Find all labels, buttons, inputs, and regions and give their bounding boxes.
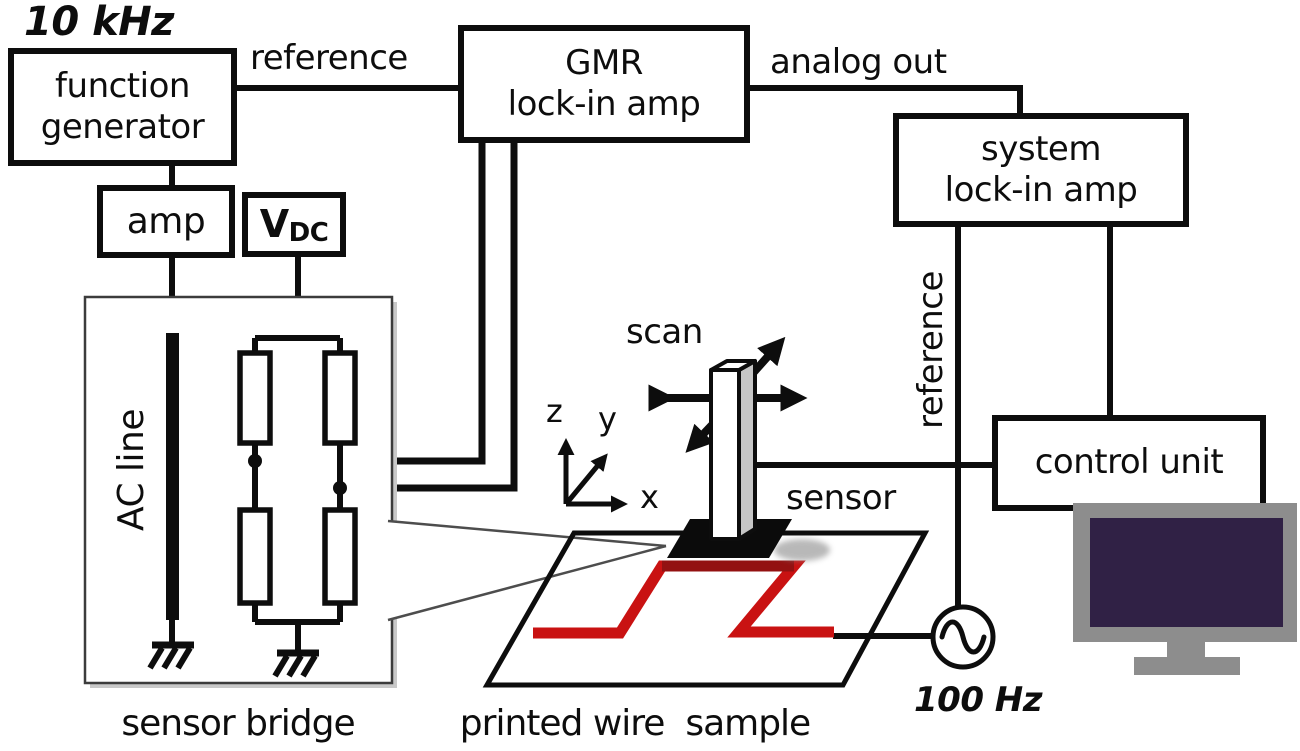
amp-label: amp	[126, 200, 206, 242]
gmr-lockin-line1: GMR	[565, 42, 643, 83]
bridge-node	[333, 481, 347, 495]
frequency-label-top: 10 kHz	[24, 0, 174, 45]
ac-line-bar	[166, 333, 179, 620]
resistor	[322, 507, 358, 606]
axis-y-label: y	[598, 400, 617, 438]
function-generator-line1: function	[55, 65, 190, 106]
frequency-label-bottom: 100 Hz	[914, 680, 1043, 720]
ac-source-icon	[930, 604, 996, 670]
axis-z-label: z	[546, 392, 563, 430]
sine-wave-glyph	[939, 619, 987, 655]
axis-y-arrow	[564, 453, 608, 506]
control-unit-box: control unit	[992, 415, 1266, 511]
zoom-wedge	[387, 519, 667, 622]
printed-wire-sample-caption: printed wire sample	[459, 703, 811, 744]
vdc-symbol: V	[259, 202, 289, 247]
analog-out-label: analog out	[770, 42, 947, 82]
control-unit-label: control unit	[1034, 442, 1224, 483]
function-generator-box: function generator	[8, 48, 237, 166]
analog-out-wire	[748, 85, 1023, 116]
system-lockin-line1: system	[981, 128, 1101, 169]
resistor	[322, 350, 358, 446]
sample-plane	[482, 530, 930, 688]
resistor	[237, 350, 273, 446]
system-lockin-line2: lock-in amp	[944, 170, 1138, 210]
resistor	[237, 507, 273, 606]
bridge-node	[248, 454, 262, 468]
sensor-probe	[709, 359, 757, 541]
axis-x-label: x	[640, 478, 659, 516]
system-lockin-box: system lock-in amp	[893, 113, 1189, 227]
vdc-subscript: DC	[288, 217, 329, 248]
ac-line-label: AC line	[111, 408, 152, 532]
printed-wire	[533, 560, 834, 639]
ground-icon	[147, 641, 194, 670]
gmr-lockin-box: GMR lock-in amp	[458, 25, 750, 143]
reference-wire-label: reference	[250, 38, 408, 78]
function-generator-line2: generator	[40, 107, 205, 147]
gmr-lockin-line2: lock-in amp	[507, 84, 701, 124]
mount-shadow	[774, 539, 830, 561]
gmr-input-wire-b	[340, 141, 518, 492]
sensor-bridge-caption: sensor bridge	[121, 703, 355, 744]
ground-icon	[272, 649, 319, 678]
wheatstone-bridge	[237, 335, 358, 654]
coordinate-axes	[557, 438, 628, 513]
sensor-label: sensor	[786, 478, 896, 518]
amp-box: amp	[97, 185, 235, 258]
scan-label: scan	[626, 312, 703, 352]
reference-vertical-label: reference	[911, 271, 951, 429]
probe-front-face	[709, 368, 741, 541]
